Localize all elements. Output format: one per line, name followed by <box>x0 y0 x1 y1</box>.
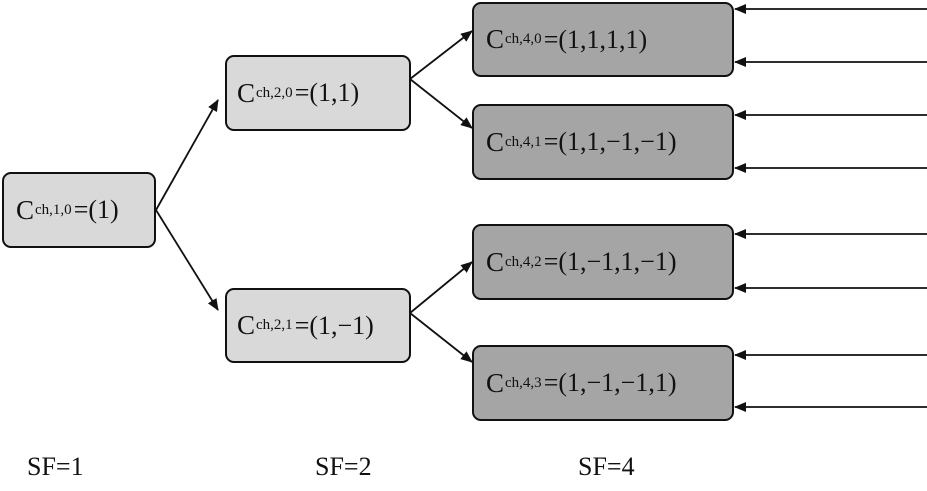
arrow-n21-to-n42 <box>409 261 473 314</box>
spreading-factor-label-2: SF=2 <box>315 452 372 481</box>
arrow-root-to-n20 <box>155 99 219 211</box>
code-value: =(1,−1,1,−1) <box>543 247 677 276</box>
code-symbol: C <box>486 24 505 54</box>
code-subscript: ch,2,1 <box>256 317 293 333</box>
arrow-root-to-n21 <box>155 209 219 311</box>
code-subscript: ch,1,0 <box>35 201 72 218</box>
code-symbol: C <box>486 246 505 277</box>
arrow-n20-to-n40 <box>409 30 473 80</box>
code-value: =(1,1,−1,−1) <box>543 127 677 156</box>
code-symbol: C <box>16 194 35 225</box>
code-subscript: ch,4,2 <box>505 253 542 270</box>
code-subscript: ch,4,3 <box>505 374 542 391</box>
code-subscript: ch,4,0 <box>505 31 542 47</box>
code-symbol: C <box>237 77 256 108</box>
arrow-n20-to-n41 <box>409 78 473 129</box>
code-value: =(1,1) <box>294 78 360 107</box>
spreading-factor-label-1: SF=1 <box>27 452 84 481</box>
code-value: =(1,−1,−1,1) <box>543 368 677 397</box>
code-symbol: C <box>486 126 505 157</box>
code-value: =(1) <box>73 195 119 224</box>
code-subscript: ch,4,1 <box>505 133 542 150</box>
spreading-factor-label-4: SF=4 <box>578 452 635 481</box>
code-value: =(1,1,1,1) <box>543 24 648 54</box>
code-symbol: C <box>237 310 256 340</box>
code-subscript: ch,2,0 <box>256 84 293 101</box>
code-symbol: C <box>486 367 505 398</box>
arrow-n21-to-n43 <box>409 312 473 363</box>
code-value: =(1,−1) <box>294 310 374 340</box>
